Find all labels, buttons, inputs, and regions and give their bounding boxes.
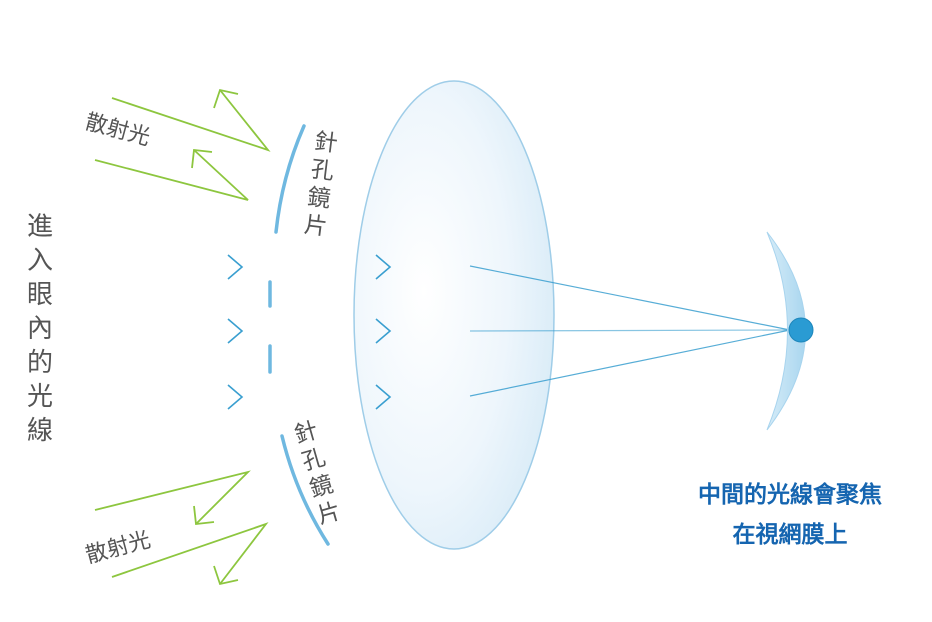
focus-point	[788, 317, 814, 343]
pinhole-label-bottom: 針 孔 鏡 片	[291, 418, 343, 530]
incoming-char-1: 入	[27, 246, 53, 276]
incoming-char-5: 光	[27, 382, 53, 412]
incoming-char-3: 內	[27, 314, 53, 344]
pinhole-bottom-char-2: 鏡	[307, 471, 336, 502]
incoming-rays	[96, 254, 392, 410]
eye-lens	[353, 80, 555, 550]
scattered-light-bottom: 散射光	[83, 470, 269, 586]
incoming-char-4: 的	[27, 348, 53, 378]
pinhole-top-char-0: 針	[313, 129, 339, 158]
incoming-char-6: 線	[27, 416, 53, 446]
caption-line-2: 在視網膜上	[733, 521, 848, 548]
pinhole-lens	[268, 124, 330, 546]
caption-line-1: 中間的光線會聚焦	[698, 481, 882, 508]
scattered-top-label: 散射光	[82, 110, 152, 151]
pinhole-top-char-2: 鏡	[306, 184, 332, 213]
retina	[766, 231, 806, 431]
scattered-ray-top-1	[111, 89, 271, 152]
incoming-ray-3-arrow-b	[375, 384, 392, 410]
scattered-ray-top-2	[94, 149, 249, 201]
incoming-ray-2-arrow-b	[375, 318, 392, 344]
pinhole-top-char-1: 孔	[309, 157, 335, 186]
converging-ray-bottom	[469, 329, 791, 397]
incoming-ray-1-arrow-b	[375, 254, 392, 280]
pinhole-top-char-3: 片	[303, 212, 329, 241]
converging-rays	[469, 265, 791, 397]
scattered-arrowhead-top-1	[213, 88, 239, 109]
incoming-ray-1-arrow-a	[227, 254, 244, 280]
scattered-arrowhead-bottom-2	[213, 565, 239, 586]
pinhole-bottom-char-0: 針	[291, 418, 320, 449]
converging-ray-mid	[469, 329, 791, 332]
scattered-arrowhead-top-2	[191, 149, 213, 169]
incoming-light-label: 進 入 眼 內 的 光 線	[27, 212, 53, 446]
scattered-ray-bottom-2	[111, 522, 269, 585]
incoming-ray-3-arrow-a	[227, 384, 244, 410]
converging-ray-top	[469, 265, 791, 331]
pinhole-bottom-char-3: 片	[315, 498, 344, 529]
scattered-ray-bottom-1	[94, 470, 251, 525]
pinhole-segment-top	[274, 124, 306, 234]
pinhole-segment-bottom	[280, 434, 330, 546]
scattered-arrowhead-bottom-1	[193, 505, 215, 525]
caption: 中間的光線會聚焦 在視網膜上	[698, 481, 882, 548]
incoming-ray-2-arrow-a	[227, 318, 244, 344]
scattered-light-top: 散射光	[82, 88, 271, 201]
pinhole-bottom-char-1: 孔	[299, 445, 328, 476]
scattered-bottom-label: 散射光	[83, 528, 153, 569]
incoming-char-0: 進	[27, 212, 53, 242]
pinhole-label-top: 針 孔 鏡 片	[303, 129, 339, 241]
incoming-char-2: 眼	[27, 280, 53, 310]
